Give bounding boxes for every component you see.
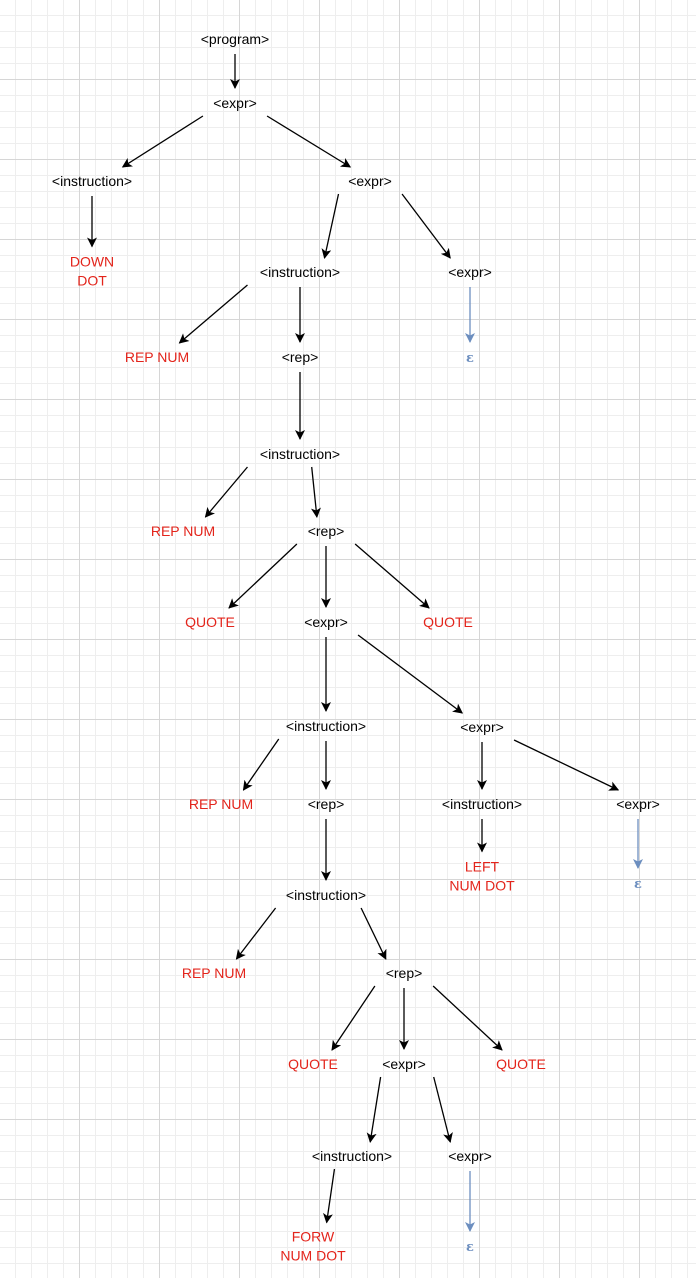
nonterminal-node-instr3: <instruction> [260, 446, 340, 462]
terminal-node-forw: FORW NUM DOT [280, 1229, 346, 1264]
edge-instr3-to-repnum2 [204, 466, 248, 518]
nonterminal-node-expr8: <expr> [448, 1148, 492, 1164]
terminal-node-quote1: QUOTE [185, 614, 235, 630]
node-line: REP NUM [182, 965, 246, 981]
node-line: <instruction> [286, 718, 366, 734]
node-line: <rep> [308, 796, 345, 812]
node-line: <expr> [448, 264, 492, 280]
terminal-node-quote3: QUOTE [288, 1056, 338, 1072]
node-line: QUOTE [185, 614, 235, 630]
node-line: REP NUM [125, 349, 189, 365]
node-line: NUM DOT [449, 878, 515, 894]
node-line: ε [634, 877, 642, 892]
terminal-node-quote4: QUOTE [496, 1056, 546, 1072]
node-line: DOT [77, 273, 107, 289]
node-line: REP NUM [189, 796, 253, 812]
edge-expr7-to-expr8 [433, 1076, 453, 1143]
node-line: <instruction> [260, 264, 340, 280]
edge-instr3-to-rep2 [310, 466, 321, 518]
nonterminal-node-expr6: <expr> [616, 796, 660, 812]
node-line: NUM DOT [280, 1248, 346, 1264]
nonterminal-node-instr7: <instruction> [312, 1148, 392, 1164]
node-line: <instruction> [286, 887, 366, 903]
nonterminal-node-rep1: <rep> [282, 349, 319, 365]
edge-instr2-to-repnum1 [178, 284, 248, 344]
edge-expr1-to-expr2 [266, 115, 352, 168]
nonterminal-node-instr5: <instruction> [442, 796, 522, 812]
node-line: <expr> [448, 1148, 492, 1164]
node-line: <expr> [460, 719, 504, 735]
epsilon-node-eps2: ε [634, 877, 642, 892]
node-line: <instruction> [260, 446, 340, 462]
edge-instr4-to-repnum3 [242, 738, 280, 791]
node-line: QUOTE [496, 1056, 546, 1072]
nonterminal-node-expr4: <expr> [304, 614, 348, 630]
node-line: REP NUM [151, 523, 215, 539]
edge-expr2-to-expr3 [401, 193, 451, 259]
node-line: FORW [292, 1229, 335, 1245]
edge-rep2-to-quote1 [228, 543, 298, 609]
epsilon-node-eps1: ε [466, 351, 474, 366]
node-line: <expr> [213, 95, 257, 111]
node-line: <program> [201, 31, 269, 47]
nonterminal-node-rep4: <rep> [386, 965, 423, 981]
terminal-node-repnum4: REP NUM [182, 965, 246, 981]
edge-instr7-to-forw [323, 1168, 336, 1224]
nonterminal-node-rep2: <rep> [308, 523, 345, 539]
node-line: ε [466, 351, 474, 366]
edge-instr6-to-repnum4 [235, 907, 277, 960]
nonterminal-node-instr6: <instruction> [286, 887, 366, 903]
terminal-node-repnum2: REP NUM [151, 523, 215, 539]
edge-rep4-to-quote4 [432, 985, 503, 1051]
node-line: <expr> [382, 1056, 426, 1072]
terminal-node-down: DOWN DOT [70, 254, 114, 289]
nonterminal-node-program: <program> [201, 31, 269, 47]
edge-expr1-to-instr1 [121, 115, 204, 168]
nonterminal-node-expr7: <expr> [382, 1056, 426, 1072]
nonterminal-node-expr3: <expr> [448, 264, 492, 280]
node-line: <rep> [386, 965, 423, 981]
edge-expr7-to-instr7 [366, 1076, 382, 1143]
edges-layer [87, 54, 643, 1232]
edge-expr2-to-instr2 [321, 193, 340, 259]
edge-expr4-to-expr5 [357, 634, 464, 714]
nonterminal-node-expr1: <expr> [213, 95, 257, 111]
node-line: <expr> [304, 614, 348, 630]
node-line: QUOTE [288, 1056, 338, 1072]
node-line: <rep> [282, 349, 319, 365]
node-line: <instruction> [442, 796, 522, 812]
nonterminal-node-instr4: <instruction> [286, 718, 366, 734]
nonterminal-node-instr2: <instruction> [260, 264, 340, 280]
epsilon-node-eps3: ε [466, 1240, 474, 1255]
node-line: <instruction> [52, 173, 132, 189]
node-line: QUOTE [423, 614, 473, 630]
nonterminal-node-expr5: <expr> [460, 719, 504, 735]
terminal-node-repnum3: REP NUM [189, 796, 253, 812]
node-line: LEFT [465, 859, 500, 875]
nonterminal-node-rep3: <rep> [308, 796, 345, 812]
node-line: DOWN [70, 254, 114, 270]
terminal-node-quote2: QUOTE [423, 614, 473, 630]
node-line: <expr> [348, 173, 392, 189]
terminal-node-left: LEFT NUM DOT [449, 859, 515, 894]
edge-rep4-to-quote3 [331, 985, 376, 1051]
terminal-node-repnum1: REP NUM [125, 349, 189, 365]
node-line: <instruction> [312, 1148, 392, 1164]
node-line: ε [466, 1240, 474, 1255]
edge-instr6-to-rep4 [360, 907, 387, 960]
node-line: <expr> [616, 796, 660, 812]
nonterminal-node-instr1: <instruction> [52, 173, 132, 189]
edge-rep2-to-quote2 [354, 543, 430, 609]
edge-expr5-to-expr6 [513, 739, 620, 791]
nonterminal-node-expr2: <expr> [348, 173, 392, 189]
node-line: <rep> [308, 523, 345, 539]
